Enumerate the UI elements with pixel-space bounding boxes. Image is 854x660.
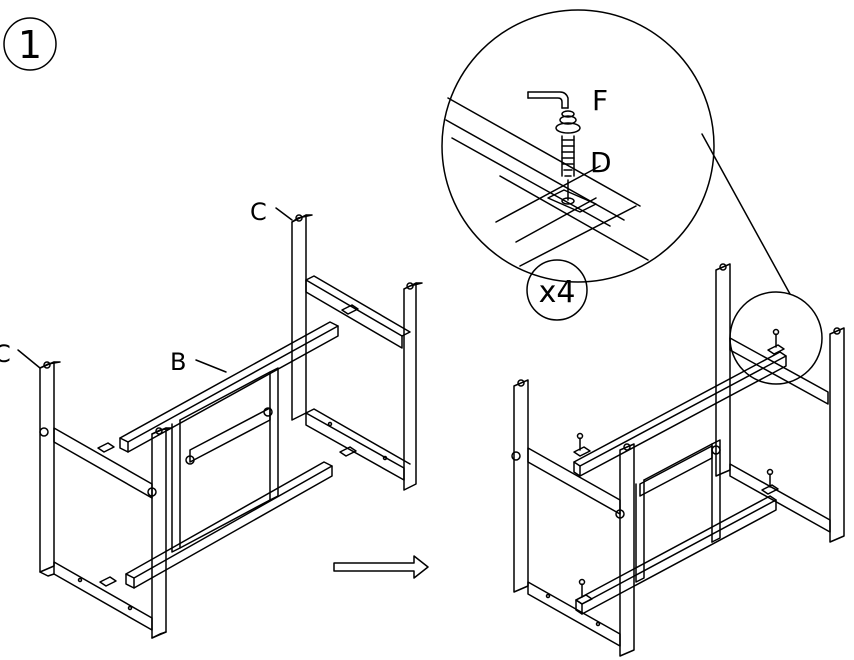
leader-b (195, 359, 227, 373)
detail-callout-small (729, 291, 823, 385)
next-step-arrow (333, 555, 429, 579)
beam-b-top (119, 321, 339, 453)
back-right-leg (403, 282, 423, 491)
part-label-b: B (170, 348, 186, 376)
screw-3 (575, 578, 593, 605)
screw-d (555, 110, 581, 201)
allen-key-f (527, 91, 569, 109)
quantity-badge: x4 (526, 259, 588, 321)
part-label-c-left: C (0, 340, 11, 368)
left-frame-exploded (39, 214, 423, 639)
leader-c-top (275, 207, 293, 221)
middle-panel (171, 367, 279, 553)
part-label-d: D (590, 146, 612, 179)
beam-lower (125, 461, 333, 589)
screw-4 (761, 468, 779, 495)
quantity-label: x4 (539, 275, 576, 310)
front-leg-c (39, 361, 61, 573)
step-number-badge: 1 (3, 17, 57, 71)
leader-c-left (17, 349, 41, 369)
part-label-c-top: C (250, 198, 267, 226)
screw-1 (573, 432, 591, 457)
front-right-leg (151, 427, 173, 639)
detail-zoom: x4 (441, 9, 791, 321)
back-leg-c (291, 214, 313, 421)
screw-2 (767, 328, 785, 355)
right-frame-assembled (511, 263, 845, 657)
step-number: 1 (18, 23, 42, 67)
part-label-f: F (592, 84, 608, 117)
